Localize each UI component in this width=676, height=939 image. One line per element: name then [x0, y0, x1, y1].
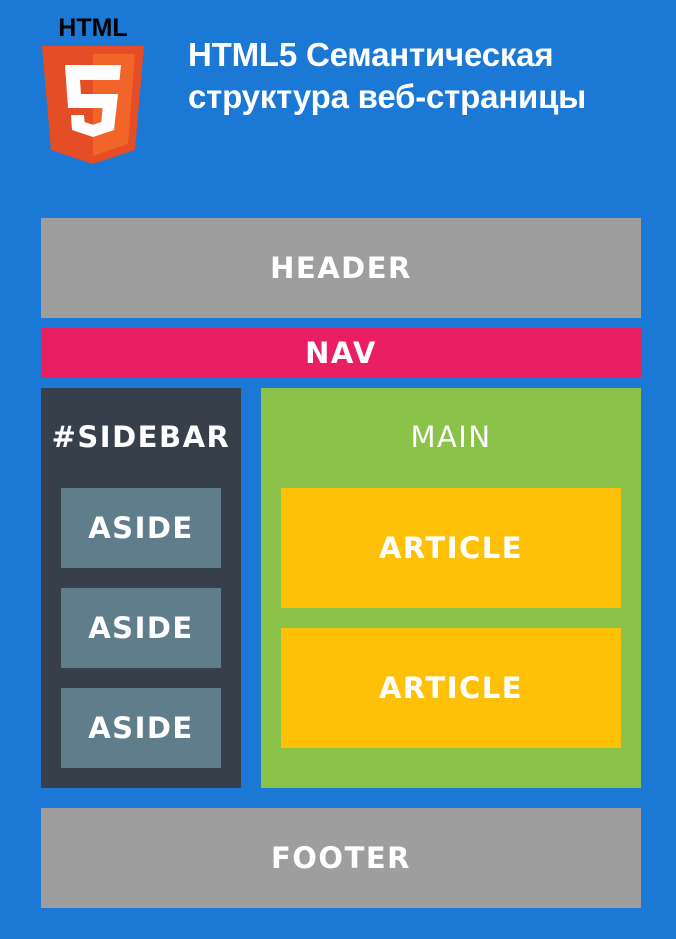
article-label: ARTICLE [378, 671, 524, 705]
aside-block: ASIDE [61, 488, 221, 568]
title-line-1: HTML5 Семантическая [188, 36, 554, 73]
main-block: MAIN ARTICLE ARTICLE [261, 388, 641, 788]
main-label: MAIN [410, 420, 492, 454]
aside-label: ASIDE [88, 511, 194, 545]
header-label: HEADER [270, 251, 412, 285]
aside-label: ASIDE [88, 711, 194, 745]
html5-logo: HTML [42, 14, 144, 164]
article-block: ARTICLE [281, 628, 621, 748]
sidebar-block: #SIDEBAR ASIDE ASIDE ASIDE [41, 388, 241, 788]
page-title: HTML5 Семантическая структура веб-страни… [188, 34, 658, 118]
aside-block: ASIDE [61, 588, 221, 668]
html5-five-glyph [65, 65, 121, 137]
article-label: ARTICLE [378, 531, 524, 565]
header-block: HEADER [41, 218, 641, 318]
aside-label: ASIDE [88, 611, 194, 645]
aside-block: ASIDE [61, 688, 221, 768]
nav-label: NAV [305, 336, 377, 370]
html-logo-text: HTML [58, 14, 127, 42]
title-line-2: структура веб-страницы [188, 78, 587, 115]
article-block: ARTICLE [281, 488, 621, 608]
nav-block: NAV [41, 328, 641, 378]
footer-block: FOOTER [41, 808, 641, 908]
sidebar-label: #SIDEBAR [51, 420, 231, 454]
footer-label: FOOTER [270, 841, 412, 875]
